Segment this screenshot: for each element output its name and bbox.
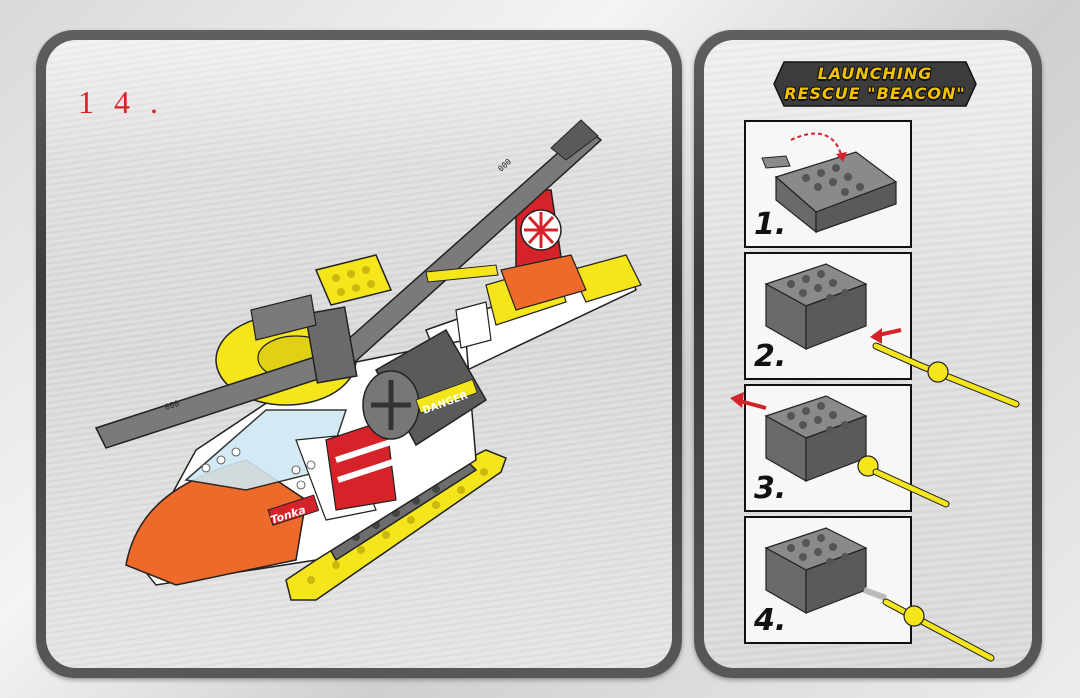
substep-2-label: 2.: [754, 339, 787, 374]
substep-3-illustration: [730, 392, 950, 508]
substep-4-illustration: [764, 527, 995, 662]
sidebar-panel: LAUNCHING RESCUE "BEACON" 1.: [694, 30, 1042, 678]
substep-3-label: 3.: [754, 471, 787, 506]
title-badge-background: [773, 61, 977, 107]
sidebar-title-badge: LAUNCHING RESCUE "BEACON": [770, 58, 980, 110]
main-instruction-panel: 1 4 .: [36, 30, 682, 678]
substep-2-illustration: [764, 263, 1020, 408]
substep-3: 3.: [730, 384, 950, 512]
substep-1-illustration: [761, 132, 898, 234]
sidebar-title-line1: LAUNCHING: [817, 64, 933, 83]
main-rotor: 000 000: [94, 119, 603, 449]
substep-4: 4.: [744, 516, 995, 662]
substep-4-label: 4.: [754, 603, 787, 638]
sidebar-panel-inner: LAUNCHING RESCUE "BEACON" 1.: [704, 40, 1032, 668]
svg-text:000: 000: [164, 399, 181, 412]
substep-2: 2.: [744, 252, 1020, 408]
main-instruction-panel-inner: 1 4 .: [46, 40, 672, 668]
helicopter-model-illustration: Tonka DANGER: [94, 119, 642, 601]
beacon-cylinder: DANGER: [362, 328, 488, 447]
sidebar-title-line2: RESCUE "BEACON": [784, 84, 966, 103]
top-yellow-brick: [314, 254, 393, 306]
substep-1-label: 1.: [754, 207, 787, 242]
svg-text:000: 000: [496, 157, 513, 173]
step-number: 1 4 .: [78, 84, 164, 120]
substep-1: 1.: [744, 120, 912, 248]
grey-side-bricks: [250, 264, 499, 349]
